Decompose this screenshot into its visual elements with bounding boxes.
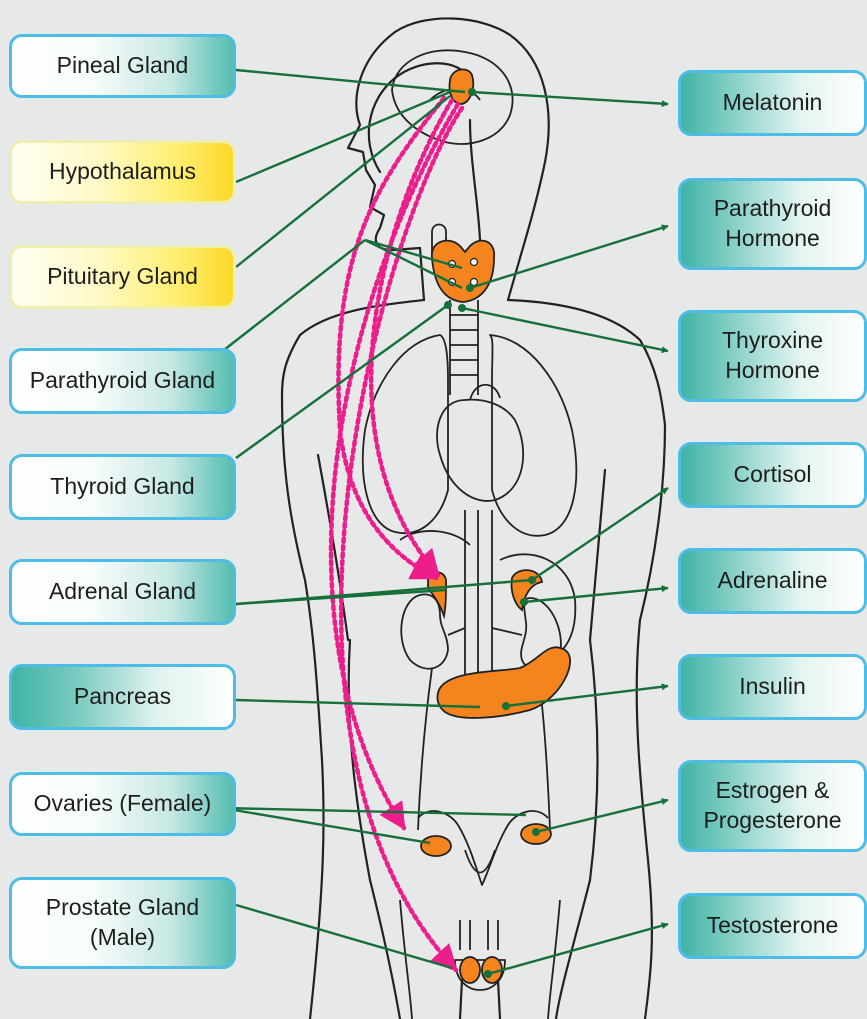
glands: [421, 69, 570, 983]
testis-left-shape: [460, 957, 480, 983]
thyroid-gland-shape: [432, 241, 494, 302]
label-testosterone: Testosterone: [678, 893, 867, 959]
label-parathyroid-hormone: Parathyroid Hormone: [678, 178, 867, 270]
label-melatonin: Melatonin: [678, 70, 867, 136]
label-thyroid-gland: Thyroid Gland: [9, 454, 236, 520]
label-parathyroid-gland: Parathyroid Gland: [9, 348, 236, 414]
label-hypothalamus: Hypothalamus: [9, 140, 236, 204]
label-adrenal-gland: Adrenal Gland: [9, 559, 236, 625]
label-prostate-gland: Prostate Gland (Male): [9, 877, 236, 969]
label-insulin: Insulin: [678, 654, 867, 720]
label-thyroxine-hormone: Thyroxine Hormone: [678, 310, 867, 402]
label-estrogen-progesterone: Estrogen & Progesterone: [678, 760, 867, 852]
label-pituitary-gland: Pituitary Gland: [9, 245, 236, 309]
label-ovaries: Ovaries (Female): [9, 772, 236, 836]
ovary-left-shape: [421, 836, 451, 856]
organs: [363, 50, 576, 1019]
label-pineal-gland: Pineal Gland: [9, 34, 236, 98]
label-pancreas: Pancreas: [9, 664, 236, 730]
label-adrenaline: Adrenaline: [678, 548, 867, 614]
label-cortisol: Cortisol: [678, 442, 867, 508]
